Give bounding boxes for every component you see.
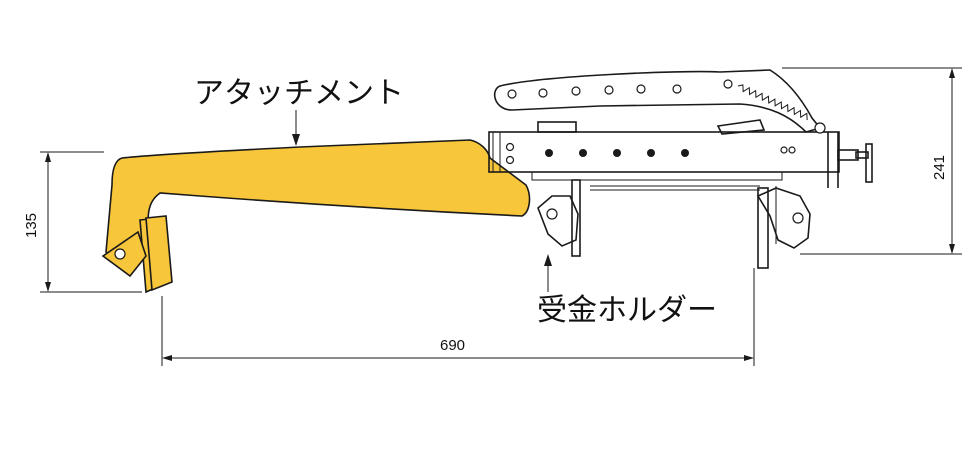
holder-assembly [537, 179, 811, 269]
rail-hole [613, 149, 621, 157]
dimension-135 [40, 151, 142, 293]
rail-hole [579, 149, 587, 157]
dimension-left-height-label: 135 [23, 213, 40, 238]
dimension-length-label: 690 [440, 337, 465, 354]
t-screw [837, 143, 873, 183]
guide-bar [531, 171, 783, 181]
main-rail [488, 121, 840, 191]
rail-hole [681, 149, 689, 157]
holder-label: 受金ホルダー [537, 293, 717, 328]
attachment-arm-body [105, 139, 531, 259]
pivot-pin [114, 248, 126, 260]
holder-leader-arrow [544, 254, 552, 292]
spring [737, 84, 808, 121]
rail-hole [545, 149, 553, 157]
lever-body [493, 69, 822, 133]
t-handle [865, 143, 873, 183]
holder-right [756, 187, 811, 249]
dimension-241 [782, 67, 962, 255]
holder-left [537, 195, 579, 247]
rail-hole [647, 149, 655, 157]
dimension-right-height-label: 241 [931, 155, 948, 180]
slider-block [537, 121, 577, 133]
attachment-leader-arrow [292, 110, 300, 146]
dimension-690 [161, 268, 755, 366]
lever-handle [493, 69, 826, 135]
attachment-label: アタッチメント [194, 76, 404, 111]
attachment-arm [101, 139, 531, 294]
attachment-jaw-plate [145, 215, 173, 292]
